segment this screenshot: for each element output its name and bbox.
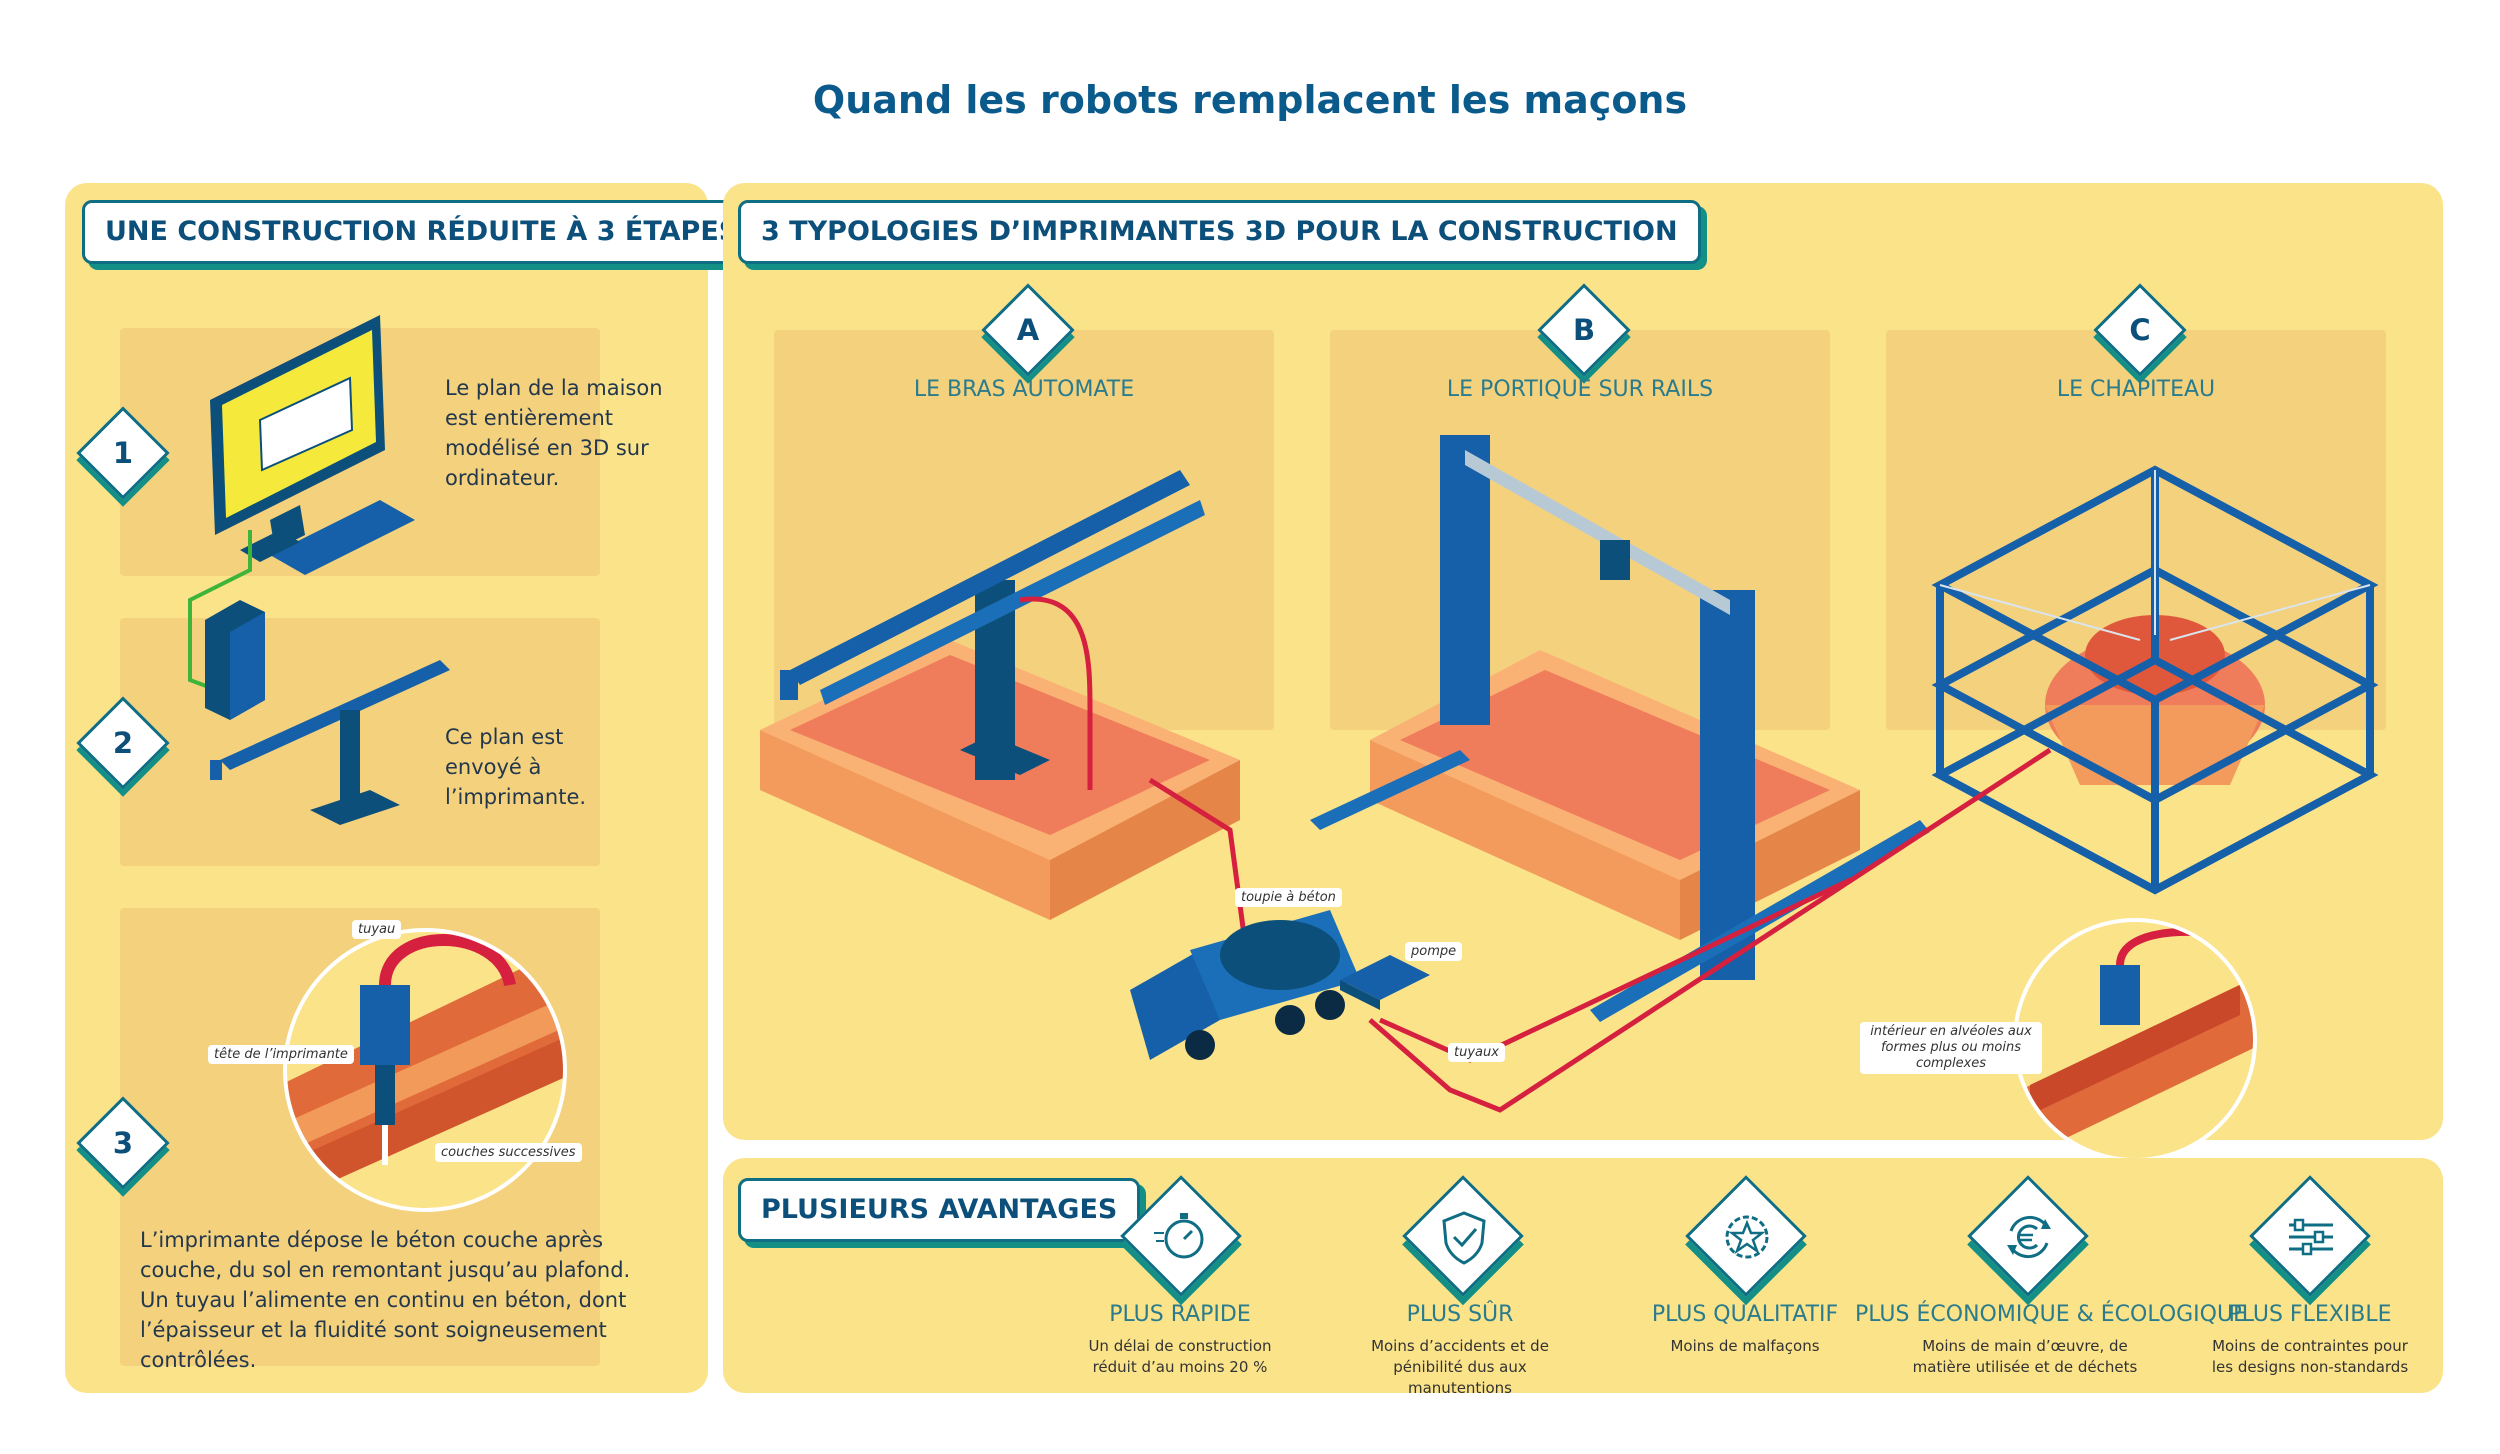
tag-mixer: toupie à béton xyxy=(1235,888,1342,907)
type-a-box xyxy=(774,330,1274,730)
gantry-illustration xyxy=(1310,435,1930,1022)
type-c-label: LE CHAPITEAU xyxy=(2056,377,2216,402)
euro-cycle-icon xyxy=(2007,1215,2051,1259)
stopwatch-icon xyxy=(1154,1213,1204,1259)
advantage-3-desc: Moins de malfaçons xyxy=(1670,1337,1820,1355)
robotic-arm-illustration xyxy=(760,470,1240,920)
honeycomb-zoom xyxy=(2013,918,2257,1162)
frame-illustration xyxy=(1931,465,2379,895)
step1-text: Le plan de la maison est entièrement mod… xyxy=(445,376,663,490)
advantage-4-desc: Moins de main d’œuvre, de matière utilis… xyxy=(1912,1337,2138,1376)
tag-pipes: tuyaux xyxy=(1448,1043,1505,1062)
step3-text: L’imprimante dépose le béton couche aprè… xyxy=(140,1228,631,1372)
advantages-header: PLUSIEURS AVANTAGES xyxy=(738,1178,1141,1242)
tag-alveoles: intérieur en alvéoles aux formes plus ou… xyxy=(1860,1022,2042,1074)
tag-layers: couches successives xyxy=(435,1143,582,1162)
tag-pump: pompe xyxy=(1405,942,1463,961)
step2-text: Ce plan est envoyé à l’imprimante. xyxy=(445,725,587,809)
types-header: 3 TYPOLOGIES D’IMPRIMANTES 3D POUR LA CO… xyxy=(738,200,1701,264)
advantage-4-title: PLUS ÉCONOMIQUE & ÉCOLOGIQUE xyxy=(1855,1302,2247,1327)
advantage-2-title: PLUS SÛR xyxy=(1406,1302,1514,1327)
page-title: Quand les robots remplacent les maçons xyxy=(812,78,1688,122)
type-b-label: LE PORTIQUE SUR RAILS xyxy=(1446,377,1714,402)
advantage-1-desc: Un délai de construction réduit d’au moi… xyxy=(1088,1337,1272,1376)
advantage-5-title: PLUS FLEXIBLE xyxy=(2228,1302,2392,1327)
pump-illustration xyxy=(1340,955,1430,1010)
tag-pipe: tuyau xyxy=(352,920,402,939)
concrete-mixer-truck xyxy=(1130,910,1360,1060)
type-a-label: LE BRAS AUTOMATE xyxy=(913,377,1135,402)
network-cable xyxy=(188,530,252,697)
shield-check-icon xyxy=(1442,1211,1486,1265)
tag-head: tête de l’imprimante xyxy=(208,1045,354,1064)
computer-illustration xyxy=(210,315,415,575)
advantage-2-desc: Moins d’accidents et de pénibilité dus a… xyxy=(1371,1337,1549,1397)
steps-header: UNE CONSTRUCTION RÉDUITE À 3 ÉTAPES xyxy=(82,200,762,264)
sliders-icon xyxy=(2289,1218,2333,1256)
printer-head-zoom xyxy=(283,928,567,1212)
mini-arm-illustration xyxy=(210,660,450,825)
advantage-3-title: PLUS QUALITATIF xyxy=(1651,1302,1839,1327)
advantage-1-title: PLUS RAPIDE xyxy=(1109,1302,1251,1327)
quality-star-icon xyxy=(1725,1215,1769,1259)
advantage-5-desc: Moins de contraintes pour les designs no… xyxy=(2211,1337,2409,1376)
server-illustration xyxy=(205,600,265,720)
